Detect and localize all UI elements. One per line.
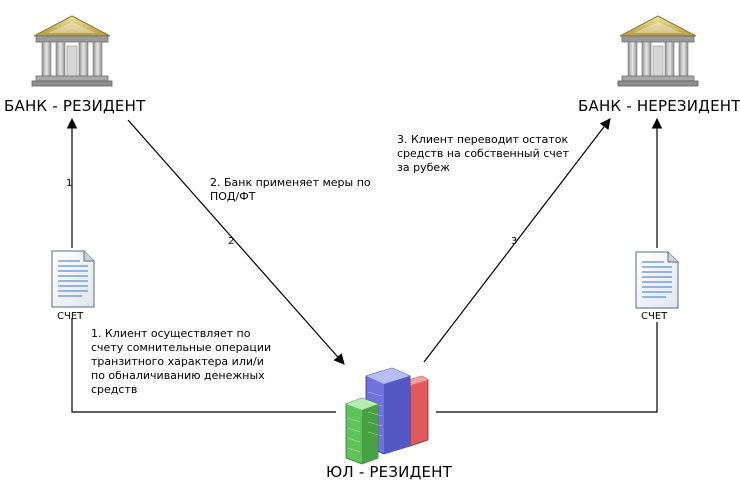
step2-number: 2 xyxy=(228,236,235,247)
document-left-label: СЧЕТ xyxy=(57,311,84,322)
bank-nonresident-label: БАНК - НЕРЕЗИДЕНТ xyxy=(578,97,740,115)
step1-description: 1. Клиент осуществляет по счету сомнител… xyxy=(91,327,272,396)
legal-entity-label: ЮЛ - РЕЗИДЕНТ xyxy=(326,463,453,481)
arrow-step3 xyxy=(423,118,611,363)
bank-building-icon xyxy=(617,15,699,87)
bank-resident-label: БАНК - РЕЗИДЕНТ xyxy=(4,97,146,115)
connector-left-return xyxy=(71,318,336,413)
step1-number: 1 xyxy=(66,178,73,189)
document-icon xyxy=(635,251,679,309)
arrow-step2 xyxy=(127,119,345,365)
connector-right-return xyxy=(436,322,658,413)
office-buildings-icon xyxy=(345,367,429,465)
step2-description: 2. Банк применяет меры по ПОД/ФТ xyxy=(210,176,371,203)
step3-description: 3. Клиент переводит остаток средств на с… xyxy=(397,133,569,174)
document-right-label: СЧЕТ xyxy=(641,311,668,322)
document-icon xyxy=(51,250,95,308)
bank-building-icon xyxy=(31,15,113,87)
step3-number: 3 xyxy=(511,236,518,247)
